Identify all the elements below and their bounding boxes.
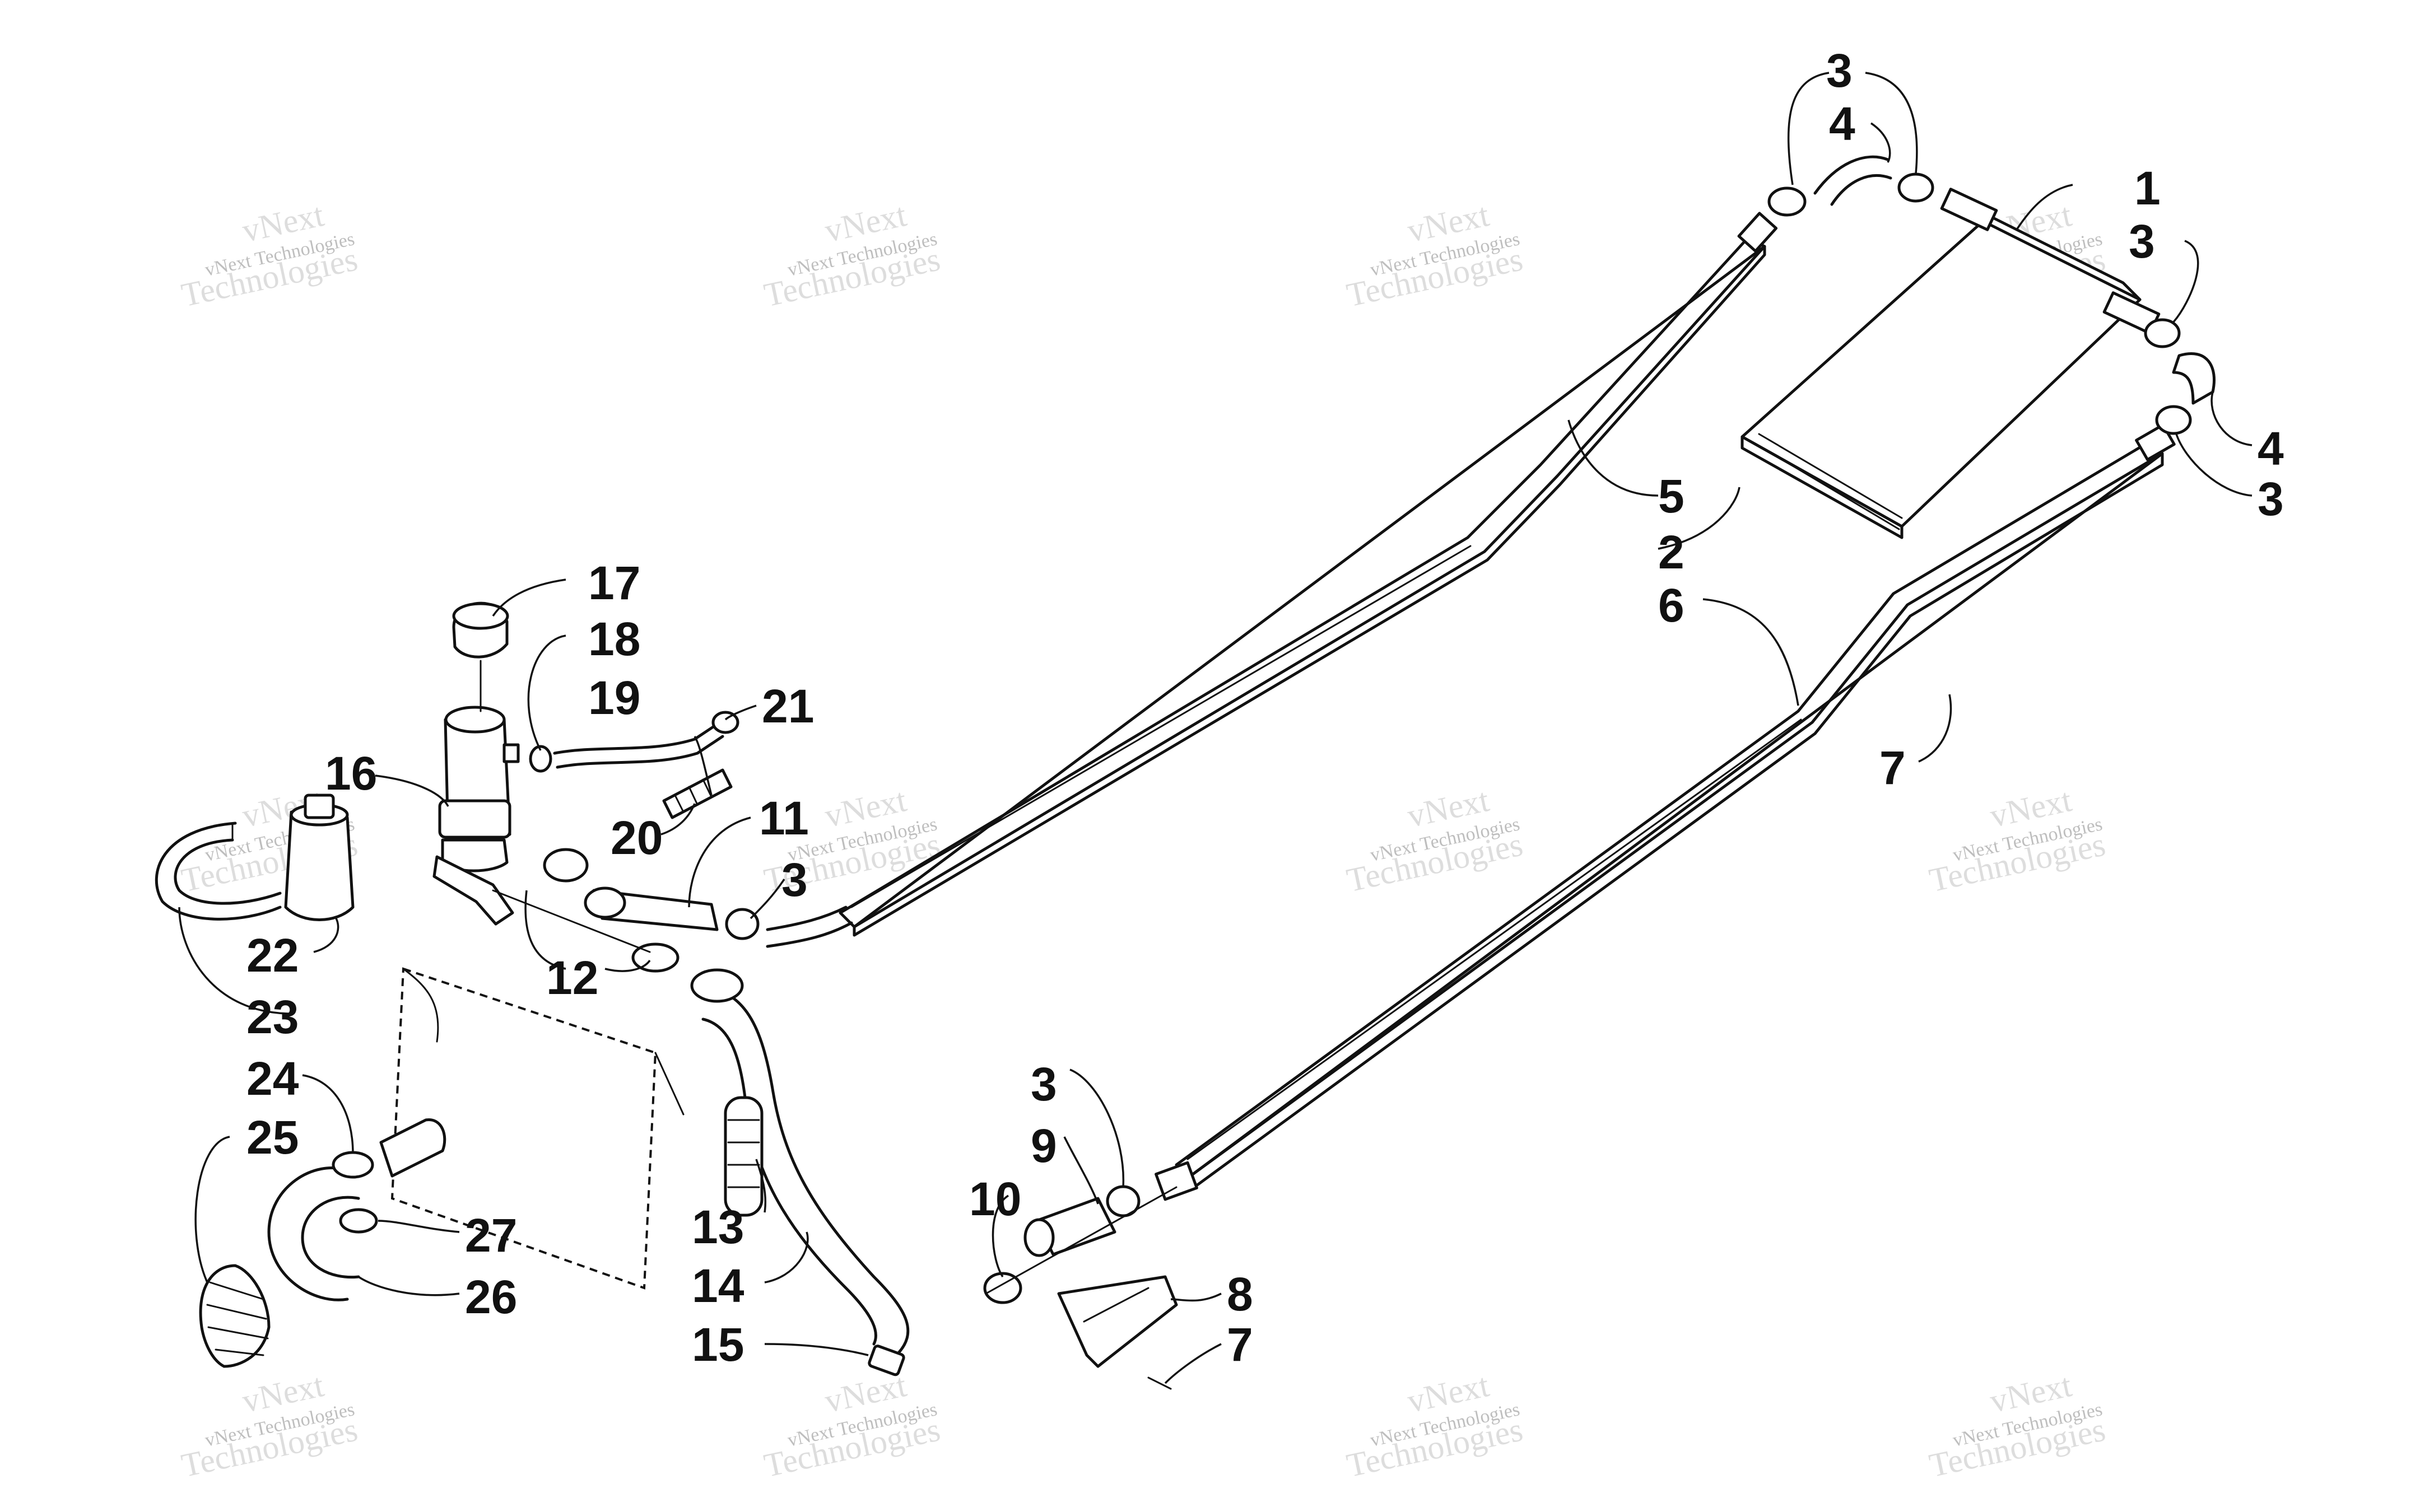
bracket-plate xyxy=(1057,1275,1178,1390)
callout-4: 4 xyxy=(2258,422,2284,475)
callout-4: 4 xyxy=(1829,97,1855,150)
callout-14: 14 xyxy=(692,1259,744,1312)
long-lower-hose xyxy=(690,968,910,1376)
callout-19: 19 xyxy=(588,671,640,724)
corrugated-sleeve xyxy=(724,1096,764,1217)
callout-1: 1 xyxy=(2134,162,2161,214)
callout-3: 3 xyxy=(781,853,808,906)
callout-12: 12 xyxy=(546,951,598,1004)
callout-3: 3 xyxy=(2129,215,2155,268)
callouts: 1 2 3 3 3 3 3 4 4 5 6 7 7 8 9 10 11 12 1… xyxy=(246,44,2284,1371)
thermostat-housing xyxy=(284,794,355,921)
upper-rail-tube xyxy=(839,212,1778,937)
callout-23: 23 xyxy=(246,991,299,1043)
left-clamp xyxy=(492,848,680,973)
coolant-reservoir xyxy=(432,706,520,926)
right-elbow-hose xyxy=(2144,318,2216,435)
lower-elbow-hose xyxy=(267,1118,446,1301)
callout-15: 15 xyxy=(692,1318,744,1371)
callout-3: 3 xyxy=(1826,44,1853,97)
callout-3: 3 xyxy=(1031,1058,1057,1110)
callout-25: 25 xyxy=(246,1111,299,1164)
callout-11: 11 xyxy=(759,792,809,844)
upper-connector-hose xyxy=(1767,155,1934,217)
callout-3: 3 xyxy=(2258,473,2284,525)
overflow-hose xyxy=(529,711,739,773)
callout-22: 22 xyxy=(246,929,299,982)
callout-5: 5 xyxy=(1658,470,1684,522)
callout-16: 16 xyxy=(325,747,377,800)
callout-20: 20 xyxy=(611,811,663,864)
upper-return-hose xyxy=(584,886,853,948)
mounting-bracket xyxy=(155,822,282,921)
callout-10: 10 xyxy=(969,1173,1021,1225)
coil-sleeve xyxy=(662,768,733,819)
lower-coil-sleeve xyxy=(199,1264,271,1368)
callout-7: 7 xyxy=(1879,741,1906,794)
callout-8: 8 xyxy=(1227,1268,1253,1320)
leader-lines xyxy=(178,72,2253,1384)
callout-2: 2 xyxy=(1658,526,1684,578)
callout-18: 18 xyxy=(588,613,640,665)
callout-17: 17 xyxy=(588,557,640,609)
callout-27: 27 xyxy=(465,1209,517,1262)
lower-rail-tube xyxy=(1155,423,2176,1201)
heat-exchanger xyxy=(1740,188,2161,539)
callout-21: 21 xyxy=(762,680,814,732)
callout-9: 9 xyxy=(1031,1119,1057,1172)
callout-24: 24 xyxy=(246,1052,299,1105)
callout-26: 26 xyxy=(465,1271,517,1323)
callout-13: 13 xyxy=(692,1201,744,1253)
lower-connector xyxy=(983,1185,1178,1304)
callout-7: 7 xyxy=(1227,1318,1253,1371)
callout-6: 6 xyxy=(1658,579,1684,632)
reservoir-cap xyxy=(452,601,509,712)
engine-outline xyxy=(390,967,685,1290)
